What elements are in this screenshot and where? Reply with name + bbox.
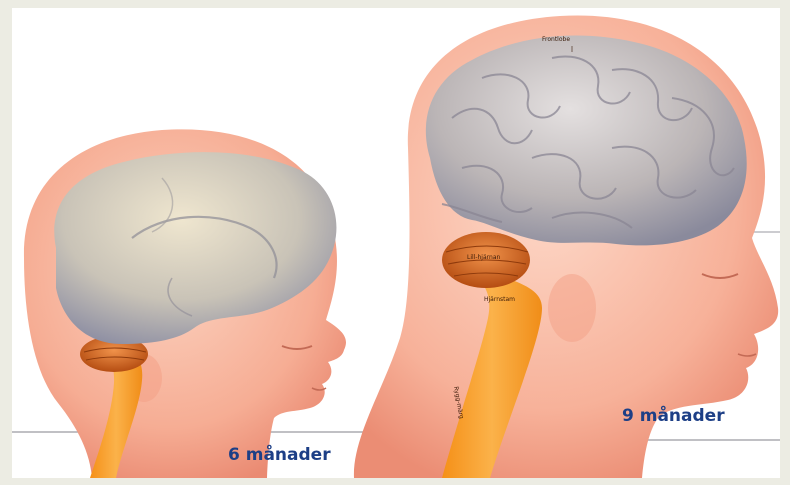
caption-nine-months: 9 månader xyxy=(622,406,725,426)
ear xyxy=(548,274,596,342)
illustration-frame: Frontlobe Lill-hjärnan Hjärnstam Rygg-mä… xyxy=(12,8,780,478)
label-brainstem: Hjärnstam xyxy=(484,296,515,303)
caption-six-months: 6 månader xyxy=(228,445,331,465)
baby-6-months xyxy=(24,129,346,478)
label-cerebellum: Lill-hjärnan xyxy=(467,254,500,261)
label-frontal-lobe: Frontlobe xyxy=(542,36,570,43)
